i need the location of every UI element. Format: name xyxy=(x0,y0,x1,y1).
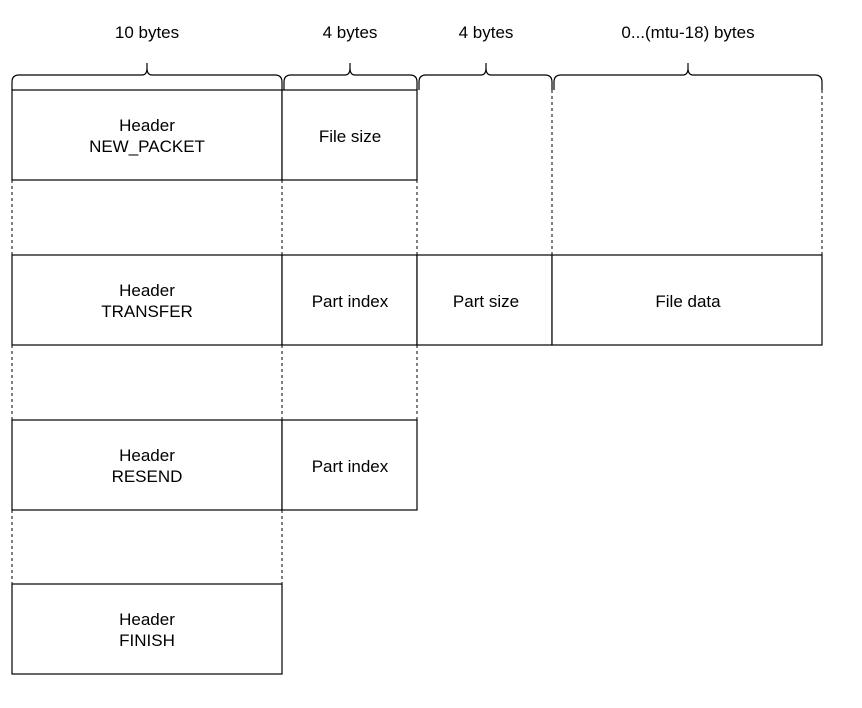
field-box xyxy=(281,254,418,346)
header-box xyxy=(11,89,283,181)
header-label: Header xyxy=(119,446,175,465)
header-box xyxy=(11,254,283,346)
packet-type-label: NEW_PACKET xyxy=(89,137,205,156)
bracket-label-header: 10 bytes xyxy=(115,23,179,42)
field-file-data: File data xyxy=(655,292,721,311)
field-box xyxy=(281,89,418,181)
field-part-index: Part index xyxy=(312,292,389,311)
packet-finish: Header FINISH xyxy=(11,583,283,675)
header-label: Header xyxy=(119,281,175,300)
bracket-label-field2: 4 bytes xyxy=(459,23,514,42)
bracket-label-field1: 4 bytes xyxy=(323,23,378,42)
header-label: Header xyxy=(119,116,175,135)
brace-field2 xyxy=(418,63,553,90)
field-box xyxy=(281,419,418,511)
packet-type-label: RESEND xyxy=(112,467,183,486)
field-part-index: Part index xyxy=(312,457,389,476)
brace-field3 xyxy=(553,63,823,90)
brace-field1 xyxy=(283,63,418,90)
field-file-size: File size xyxy=(319,127,381,146)
header-box xyxy=(11,419,283,511)
packet-type-label: TRANSFER xyxy=(101,302,193,321)
brace-header xyxy=(11,63,283,90)
packet-transfer: Header TRANSFER Part index Part size Fil… xyxy=(11,254,823,346)
packet-new-packet: Header NEW_PACKET File size xyxy=(11,89,418,181)
header-label: Header xyxy=(119,610,175,629)
field-part-size: Part size xyxy=(453,292,519,311)
field-box xyxy=(551,254,823,346)
bracket-label-field3: 0...(mtu-18) bytes xyxy=(621,23,754,42)
field-box xyxy=(416,254,553,346)
dashed-guides xyxy=(11,90,823,584)
header-box xyxy=(11,583,283,675)
packet-resend: Header RESEND Part index xyxy=(11,419,418,511)
packet-type-label: FINISH xyxy=(119,631,175,650)
